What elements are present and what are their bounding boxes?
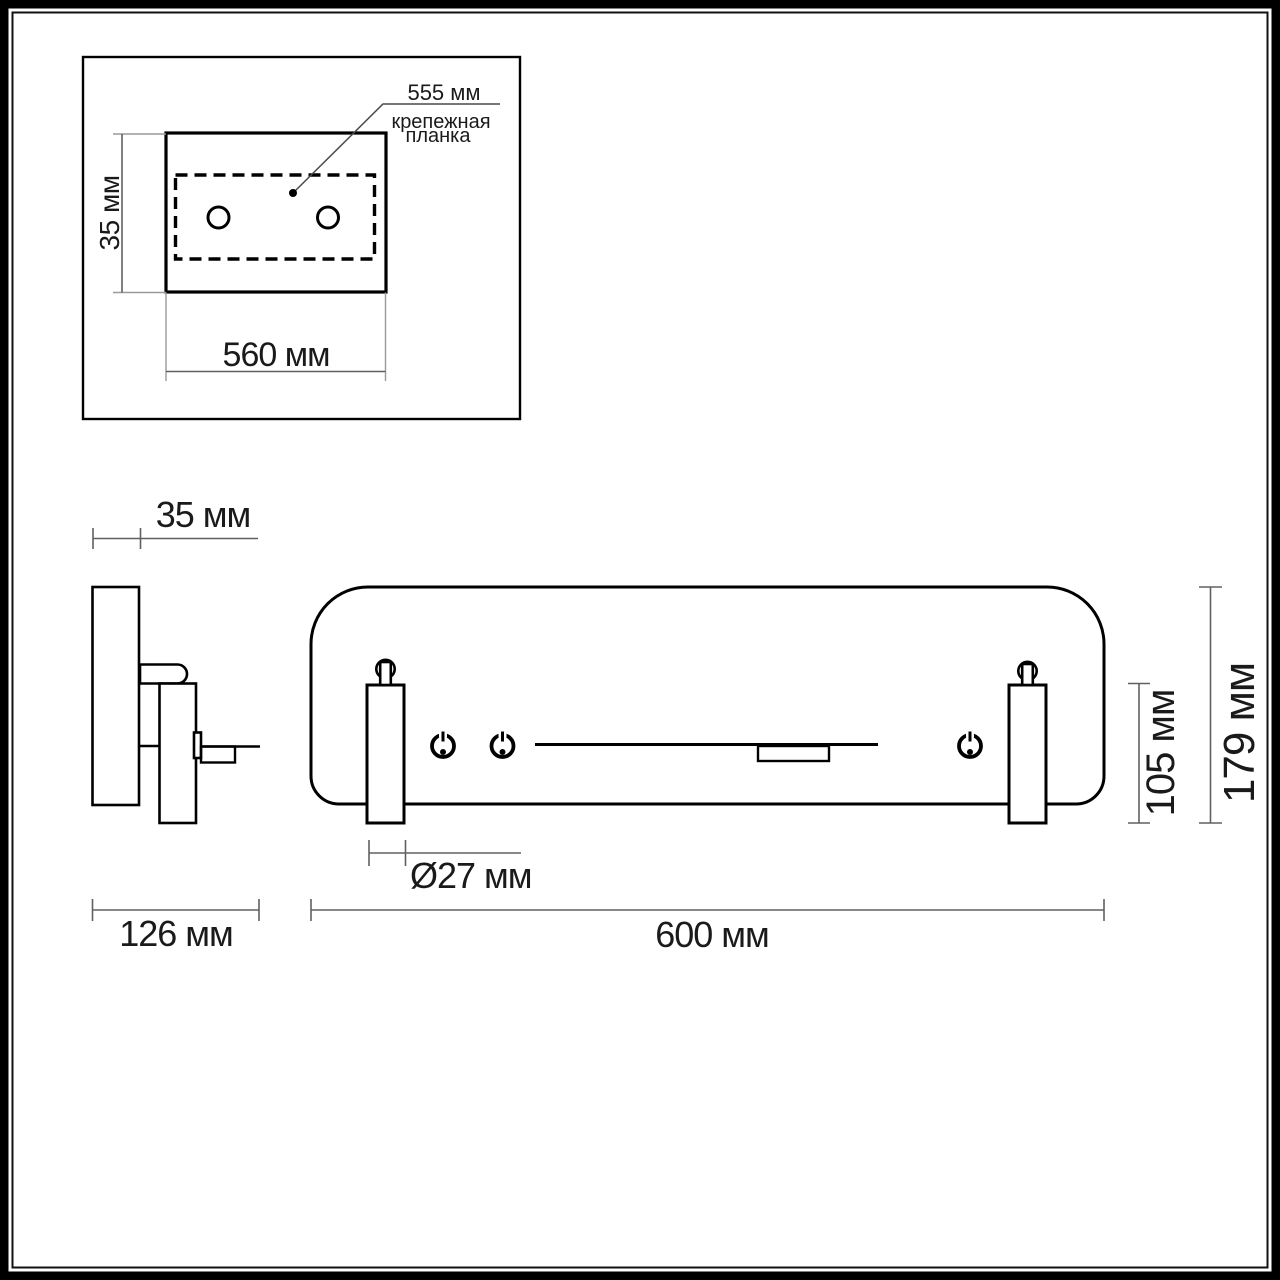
label-caption-line1: крепежная [391,111,490,133]
screw-3 [957,731,983,759]
label-inset-width: 560 мм [223,336,330,374]
inset-mounting-plate-view: 555 мм крепежная планка 35 мм 560 мм [81,55,522,421]
inner-frame [11,11,1269,1269]
label-inset-height: 35 мм [94,176,125,251]
knob-left-slot [378,660,393,687]
lamp-tube-right [1007,683,1048,825]
label-caption-line2: планка [406,125,472,147]
label-side-total-width: 126 мм [119,913,233,954]
lamp-tube-left [365,683,406,825]
label-side-depth: 35 мм [156,494,251,535]
mounting-plate-rect [164,131,388,294]
screw-2 [489,731,516,759]
front-view: Ø27 мм 600 мм 105 мм 179 мм [309,585,1264,955]
mounting-hole-right [316,205,340,230]
shelf-notch [756,744,831,763]
lamp-body-front [309,585,1106,806]
inset-box [81,55,522,421]
label-tube-height: 105 мм [1139,690,1183,817]
label-plate-span: 555 мм [407,80,480,105]
shelf-bracket-side [199,745,237,764]
knob-right-slot [1020,662,1035,687]
wall-plate-side [91,585,141,807]
screw-1 [430,731,456,759]
label-length: 600 мм [655,914,769,955]
side-view: 35 мм 126 мм [91,494,260,954]
mounting-plate-dashed-outline [173,173,377,261]
pivot-arm-side [138,663,189,685]
lamp-head-side [158,682,198,825]
label-overall-height: 179 мм [1215,663,1264,803]
leader-line [292,103,500,194]
label-diameter: Ø27 мм [410,855,532,896]
mounting-hole-left [206,205,231,230]
leader-dot [289,189,297,197]
